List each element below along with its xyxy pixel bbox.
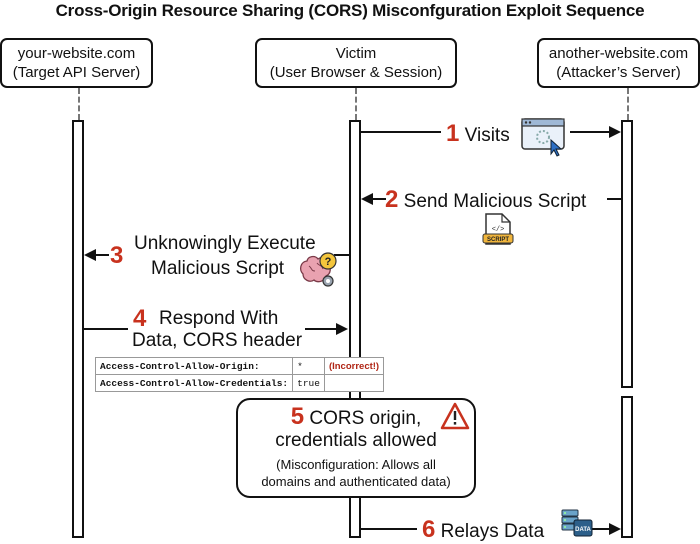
arrowhead-step3 [84, 249, 96, 261]
actor-another-website: another-website.com (Attacker’s Server) [537, 38, 700, 88]
detail-line1: (Misconfiguration: Allows all [276, 457, 436, 472]
step-text-line1: Unknowingly Execute [134, 233, 316, 254]
detail-line2: domains and authenticated data) [261, 474, 451, 489]
arrowhead-step2 [361, 193, 373, 205]
arrow-line-step1 [361, 131, 441, 133]
actor-victim: Victim (User Browser & Session) [255, 38, 457, 88]
lifeline-victim [355, 88, 357, 120]
step-text: Send Malicious Script [403, 191, 587, 212]
step6-label: 6 Relays Data [422, 516, 544, 544]
arrowhead-step1 [609, 126, 621, 138]
step-number: 6 [422, 516, 436, 543]
cors-headers-table: Access-Control-Allow-Origin: * (Incorrec… [94, 357, 385, 392]
actor-name: another-website.com [548, 45, 689, 62]
actor-role: (User Browser & Session) [269, 64, 443, 81]
actor-role: (Attacker’s Server) [556, 64, 681, 81]
diagram-title: Cross-Origin Resource Sharing (CORS) Mis… [55, 1, 645, 20]
note-main: 5 CORS origin, credentials allowed [238, 403, 474, 452]
activation-another-website-lower [621, 396, 633, 538]
actor-name: your-website.com [17, 45, 136, 62]
script-file-icon: </> SCRIPT [482, 213, 514, 245]
header-key: Access-Control-Allow-Origin: [94, 357, 294, 375]
header-key: Access-Control-Allow-Credentials: [94, 374, 294, 392]
actor-your-website: your-website.com (Target API Server) [0, 38, 153, 88]
table-row: Access-Control-Allow-Origin: * (Incorrec… [94, 357, 385, 375]
note-detail: (Misconfiguration: Allows all domains an… [238, 456, 474, 490]
data-server-icon: DATA [561, 509, 593, 537]
header-note: (Incorrect!) [323, 357, 385, 375]
brain-question-gear-icon: ? [300, 252, 337, 287]
step-text-line1: Respond With [159, 308, 279, 329]
header-value-text: true [297, 377, 320, 389]
header-value-text: * [297, 360, 303, 372]
step-number: 3 [110, 242, 124, 269]
svg-text:DATA: DATA [575, 527, 591, 533]
step-number: 2 [385, 186, 399, 213]
step2-label: 2 Send Malicious Script [385, 186, 586, 214]
activation-victim-lower [349, 495, 361, 538]
header-note [323, 374, 385, 392]
activation-another-website [621, 120, 633, 388]
header-value: * [292, 357, 325, 375]
step5-note: 5 CORS origin, credentials allowed (Misc… [236, 398, 476, 498]
arrow-line-step3b [334, 254, 349, 256]
step1-label: 1 Visits [446, 120, 510, 148]
step-text-line2: credentials allowed [275, 430, 437, 451]
lifeline-your-website [78, 88, 80, 120]
svg-text:</>: </> [492, 226, 505, 234]
warning-triangle-icon [440, 402, 470, 430]
table-row: Access-Control-Allow-Credentials: true [94, 374, 385, 392]
lifeline-another-website [627, 88, 629, 120]
step-number: 1 [446, 120, 460, 147]
browser-window-cursor-icon [521, 118, 565, 157]
arrow-line-step6b [590, 528, 612, 530]
step-number: 5 [290, 403, 305, 430]
arrow-line-step1b [570, 131, 612, 133]
step-number: 4 [133, 305, 147, 332]
step-text-line2: Data, CORS header [132, 330, 303, 351]
arrow-line-step4b [305, 328, 338, 330]
arrow-line-step3 [95, 254, 109, 256]
arrow-line-step2b [607, 198, 621, 200]
svg-text:SCRIPT: SCRIPT [487, 237, 509, 243]
svg-text:?: ? [325, 256, 332, 268]
step-text-line1: CORS origin, [309, 408, 422, 429]
actor-name: Victim [335, 45, 377, 62]
arrowhead-step6 [609, 523, 621, 535]
step-text: Relays Data [440, 521, 545, 542]
actor-role: (Target API Server) [12, 64, 141, 81]
arrowhead-step4 [336, 323, 348, 335]
header-value: true [292, 374, 325, 392]
arrow-line-step4 [84, 328, 128, 330]
arrow-line-step6 [361, 528, 417, 530]
arrow-line-step2 [372, 198, 386, 200]
step-text-line2: Malicious Script [151, 258, 285, 279]
step-text: Visits [464, 125, 510, 146]
activation-your-website [72, 120, 84, 538]
